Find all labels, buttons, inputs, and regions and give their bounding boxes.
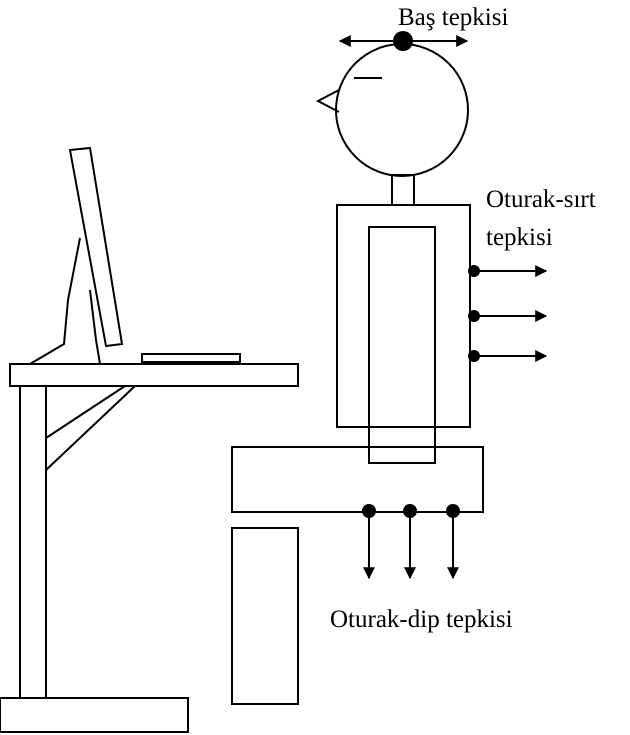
keyboard xyxy=(141,353,241,363)
back-reaction-label-line1: Oturak-sırt xyxy=(486,186,596,213)
desk xyxy=(0,363,299,733)
desk-foot xyxy=(0,697,189,733)
desk-top xyxy=(9,363,299,387)
back-reaction-label-line2: tepkisi xyxy=(486,224,553,251)
nose xyxy=(315,89,340,113)
person xyxy=(231,43,484,513)
thigh xyxy=(231,446,484,513)
head-reaction-point xyxy=(393,31,413,51)
head-reaction-label: Baş tepkisi xyxy=(398,4,509,31)
neck xyxy=(391,174,415,206)
arm xyxy=(368,226,436,464)
back-reaction-point xyxy=(468,310,480,322)
seat-reaction-point xyxy=(362,504,376,518)
back-reaction-point xyxy=(468,265,480,277)
head xyxy=(335,43,469,177)
head-reaction xyxy=(338,31,469,51)
back-reactions xyxy=(468,265,548,362)
desk-brace-lower xyxy=(45,385,136,471)
seat-reaction-point xyxy=(403,504,417,518)
monitor xyxy=(26,146,124,365)
monitor-stand xyxy=(26,237,102,365)
monitor-screen xyxy=(68,146,124,348)
seat-reactions xyxy=(362,504,460,580)
desk-leg xyxy=(19,385,47,699)
back-reaction-point xyxy=(468,350,480,362)
seat-reaction-point xyxy=(446,504,460,518)
computer-case xyxy=(231,527,299,705)
seat-reaction-label: Oturak-dip tepkisi xyxy=(330,606,513,633)
torso xyxy=(336,204,471,428)
desk-brace-upper xyxy=(45,385,126,439)
